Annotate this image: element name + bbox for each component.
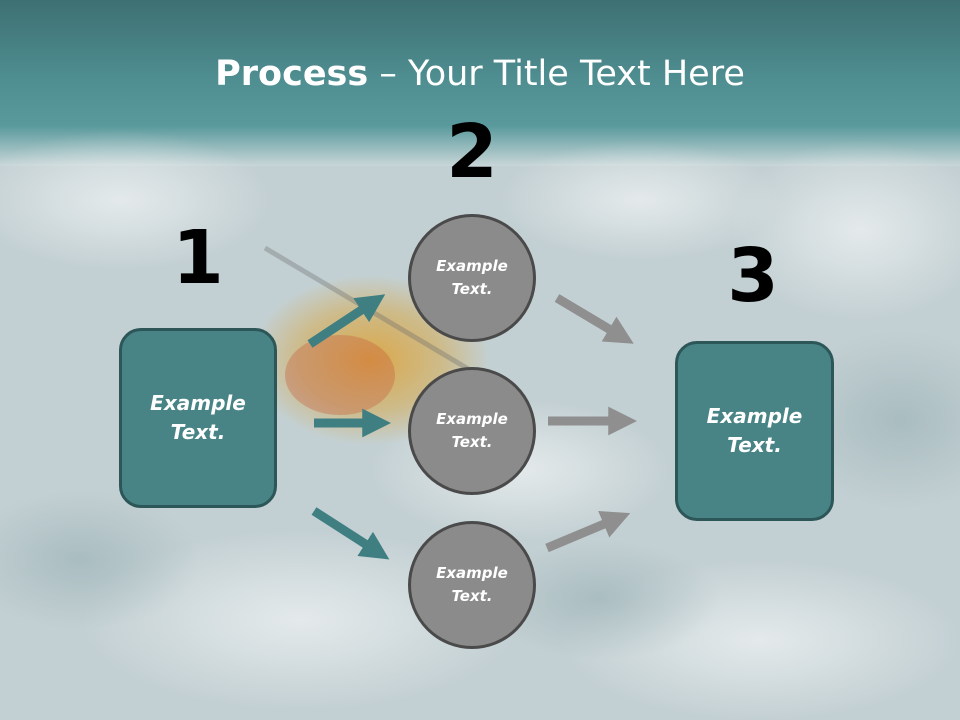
arrow-bottom-to-right	[545, 510, 631, 553]
title-bold: Process	[215, 54, 369, 94]
step-number-2: 2	[446, 109, 498, 195]
slide-title: Process – Your Title Text Here	[0, 52, 960, 96]
step-number-3: 3	[727, 233, 779, 319]
circle-top-text: Example Text.	[436, 257, 508, 298]
title-rest: – Your Title Text Here	[368, 54, 745, 94]
right-box-text: Example Text.	[706, 404, 803, 457]
circle-bottom: Example Text.	[408, 521, 536, 649]
step-number-1: 1	[172, 215, 224, 301]
arrow-top-to-right	[554, 294, 634, 344]
circle-bottom-text: Example Text.	[436, 564, 508, 605]
arrow-left-to-top	[307, 294, 386, 348]
left-box-text: Example Text.	[150, 391, 246, 444]
circle-middle: Example Text.	[408, 367, 536, 495]
right-process-box: Example Text.	[675, 341, 834, 521]
circle-middle-text: Example Text.	[436, 410, 508, 451]
arrow-left-to-bottom	[311, 507, 390, 560]
left-process-box: Example Text.	[119, 328, 277, 508]
circle-top: Example Text.	[408, 214, 536, 342]
